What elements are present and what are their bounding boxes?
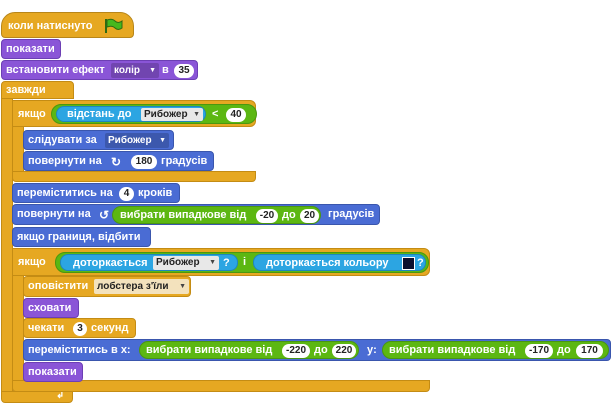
set-effect-to: в bbox=[162, 64, 169, 76]
compare-value-input[interactable]: 40 bbox=[226, 108, 246, 122]
turn-random-label: повернути на bbox=[17, 208, 91, 220]
y-to-input[interactable]: 170 bbox=[576, 344, 603, 358]
if-touching-block[interactable]: якщо доторкається Рибожер ▼ ? і доторкає… bbox=[12, 248, 430, 276]
forever-label: завжди bbox=[6, 84, 46, 96]
touching-target-dropdown[interactable]: Рибожер ▼ bbox=[153, 256, 219, 270]
distance-target: Рибожер bbox=[144, 109, 188, 120]
dropdown-arrow-icon: ▼ bbox=[159, 137, 166, 144]
turn-unit: градусів bbox=[161, 155, 208, 167]
wait-unit: секунд bbox=[91, 322, 129, 334]
point-label: слідувати за bbox=[28, 134, 97, 146]
random-to-word: до bbox=[282, 209, 296, 221]
distance-to-reporter[interactable]: відстань до Рибожер ▼ bbox=[56, 106, 206, 122]
point-target-dropdown[interactable]: Рибожер ▼ bbox=[105, 133, 169, 148]
dropdown-arrow-icon: ▼ bbox=[209, 259, 216, 266]
effect-value-input[interactable]: 35 bbox=[174, 64, 194, 78]
wait-block[interactable]: чекати 3 секунд bbox=[23, 318, 136, 338]
touching-sprite-reporter[interactable]: доторкається Рибожер ▼ ? bbox=[60, 254, 238, 271]
y-label: y: bbox=[367, 344, 377, 356]
x-from-input[interactable]: -220 bbox=[282, 344, 310, 358]
broadcast-label: оповістити bbox=[28, 280, 89, 292]
show2-label: показати bbox=[28, 366, 77, 378]
pick-random-x-reporter[interactable]: вибрати випадкове від -220 до 220 bbox=[139, 341, 359, 359]
hat-label: коли натиснуто bbox=[8, 20, 93, 32]
less-than-operator[interactable]: відстань до Рибожер ▼ < 40 bbox=[51, 104, 257, 124]
show-label: показати bbox=[6, 43, 55, 55]
point-target: Рибожер bbox=[108, 135, 152, 146]
move-steps-block[interactable]: переміститись на 4 кроків bbox=[12, 183, 180, 203]
touching-color-label: доторкається кольору bbox=[266, 257, 389, 269]
move-unit: кроків bbox=[138, 187, 173, 199]
x-to-input[interactable]: 220 bbox=[332, 344, 356, 358]
move-value-input[interactable]: 4 bbox=[119, 187, 134, 201]
bounce-block[interactable]: якщо границя, відбити bbox=[12, 227, 151, 247]
if2-bottom bbox=[12, 380, 430, 392]
if2-label: якщо bbox=[18, 256, 46, 268]
forever-block[interactable]: завжди bbox=[1, 81, 74, 99]
effect-value: колір bbox=[114, 65, 140, 76]
dropdown-arrow-icon: ▼ bbox=[179, 283, 186, 290]
random-label: вибрати випадкове від bbox=[120, 209, 247, 221]
turn-right-icon: ↻ bbox=[111, 155, 122, 169]
and-operator[interactable]: доторкається Рибожер ▼ ? і доторкається … bbox=[55, 252, 429, 273]
dropdown-arrow-icon: ▼ bbox=[193, 111, 200, 118]
hide-label: сховати bbox=[28, 302, 72, 314]
forever-bottom: ↲ bbox=[1, 390, 73, 403]
x-to-word: до bbox=[314, 344, 328, 356]
pick-random-y-reporter[interactable]: вибрати випадкове від -170 до 170 bbox=[382, 341, 609, 359]
distance-target-dropdown[interactable]: Рибожер ▼ bbox=[141, 108, 203, 121]
touching-question: ? bbox=[223, 257, 230, 269]
wait-value-input[interactable]: 3 bbox=[73, 322, 87, 336]
and-label: і bbox=[243, 256, 247, 268]
broadcast-message: лобстера з'їли bbox=[97, 281, 169, 292]
random-to-input[interactable]: 20 bbox=[300, 209, 319, 223]
touching-color-reporter[interactable]: доторкається кольору ? bbox=[253, 254, 426, 271]
turn-random-unit: градусів bbox=[328, 208, 375, 220]
set-effect-block[interactable]: встановити ефект колір ▼ в 35 bbox=[1, 60, 198, 80]
if1-bottom bbox=[12, 171, 256, 182]
turn-value-input[interactable]: 180 bbox=[131, 155, 157, 169]
distance-label: відстань до bbox=[67, 108, 132, 120]
dropdown-arrow-icon: ▼ bbox=[149, 67, 156, 74]
when-flag-clicked-block[interactable]: коли натиснуто bbox=[1, 12, 134, 38]
touching-color-question: ? bbox=[417, 257, 424, 269]
y-from-input[interactable]: -170 bbox=[525, 344, 553, 358]
random-from-input[interactable]: -20 bbox=[256, 209, 278, 223]
show-block[interactable]: показати bbox=[1, 39, 61, 59]
turn-label: повернути на bbox=[28, 155, 102, 167]
random1-label: вибрати випадкове від bbox=[146, 344, 273, 356]
broadcast-dropdown[interactable]: лобстера з'їли ▼ bbox=[94, 279, 189, 294]
hide-block[interactable]: сховати bbox=[23, 298, 79, 318]
wait-label: чекати bbox=[28, 322, 65, 334]
turn-right-block[interactable]: повернути на ↻ 180 градусів bbox=[23, 151, 214, 171]
broadcast-block[interactable]: оповістити лобстера з'їли ▼ bbox=[23, 276, 191, 297]
effect-dropdown[interactable]: колір ▼ bbox=[111, 63, 159, 78]
random2-label: вибрати випадкове від bbox=[389, 344, 516, 356]
color-swatch[interactable] bbox=[402, 257, 415, 270]
turn-left-icon: ↺ bbox=[99, 208, 110, 222]
touching-label: доторкається bbox=[73, 257, 148, 269]
goto-label: переміститись в x: bbox=[28, 344, 131, 356]
bounce-label: якщо границя, відбити bbox=[17, 231, 141, 243]
compare-operator: < bbox=[212, 108, 219, 120]
set-effect-label: встановити ефект bbox=[6, 64, 105, 76]
point-towards-block[interactable]: слідувати за Рибожер ▼ bbox=[23, 130, 174, 150]
move-label: переміститись на bbox=[17, 187, 113, 199]
show-block-2[interactable]: показати bbox=[23, 362, 83, 382]
touching-target: Рибожер bbox=[156, 257, 200, 268]
green-flag-icon bbox=[105, 18, 123, 33]
go-to-xy-block[interactable]: переміститись в x: вибрати випадкове від… bbox=[23, 339, 611, 361]
if-distance-block[interactable]: якщо відстань до Рибожер ▼ < 40 bbox=[12, 100, 257, 127]
pick-random-reporter[interactable]: вибрати випадкове від -20 до 20 bbox=[112, 206, 321, 224]
turn-left-random-block[interactable]: повернути на ↺ вибрати випадкове від -20… bbox=[12, 204, 380, 225]
loop-arrow-icon: ↲ bbox=[56, 390, 65, 401]
y-to-word: до bbox=[557, 344, 571, 356]
if1-label: якщо bbox=[18, 108, 46, 120]
